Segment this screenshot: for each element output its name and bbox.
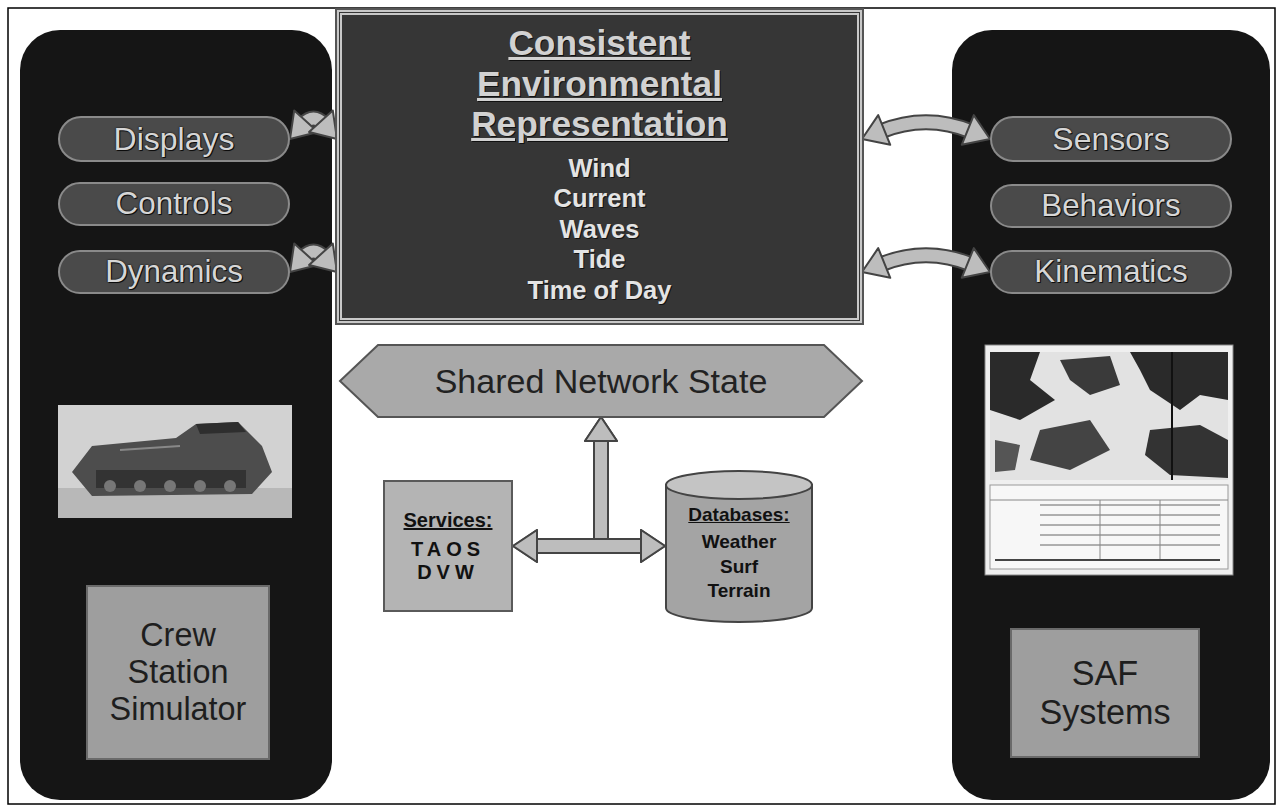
arrow-body bbox=[881, 122, 972, 131]
component-pill: Controls bbox=[58, 182, 290, 226]
system-box: Crew Station Simulator bbox=[86, 585, 270, 760]
text-group: Sensors bbox=[1052, 121, 1169, 158]
text-group: Kinematics bbox=[1034, 254, 1187, 290]
network-band: Shared Network State bbox=[340, 345, 862, 417]
node-text: Surf bbox=[688, 555, 789, 580]
arrow-head bbox=[513, 530, 537, 562]
arrow-outline bbox=[533, 437, 601, 546]
left-panel bbox=[20, 30, 332, 800]
connector-arrow bbox=[290, 243, 337, 272]
node-text: Terrain bbox=[688, 579, 789, 604]
arrow-head bbox=[862, 248, 890, 278]
text-group: Dynamics bbox=[105, 254, 243, 290]
arrow-head bbox=[962, 248, 990, 278]
component-pill: Kinematics bbox=[990, 250, 1232, 294]
arrow-head bbox=[962, 115, 990, 145]
arrow-head bbox=[309, 243, 337, 272]
node-text: DVW bbox=[404, 561, 493, 584]
arrow-head bbox=[585, 417, 617, 441]
node-label: Consistent Environmental Representation bbox=[435, 23, 765, 145]
arrow-outline bbox=[881, 122, 972, 131]
node-label: Sensors bbox=[1052, 121, 1169, 158]
system-box: SAF Systems bbox=[1010, 628, 1200, 758]
node-label: Shared Network State bbox=[435, 362, 768, 401]
arrow-head bbox=[309, 110, 337, 139]
arrow-body bbox=[533, 540, 645, 552]
arrow-body bbox=[601, 437, 645, 546]
node-text: Waves bbox=[435, 214, 765, 245]
component-pill: Dynamics bbox=[58, 250, 290, 294]
node-label: Behaviors bbox=[1041, 188, 1180, 224]
node-text: Weather bbox=[688, 530, 789, 555]
text-group: Databases: WeatherSurfTerrain bbox=[688, 504, 789, 604]
right-panel bbox=[952, 30, 1270, 800]
connector-arrow bbox=[513, 530, 665, 562]
node-text: Current bbox=[435, 183, 765, 214]
text-group: Behaviors bbox=[1041, 188, 1180, 224]
arrow-head bbox=[290, 243, 318, 272]
arrow-outline bbox=[881, 255, 972, 264]
text-group: Crew Station Simulator bbox=[94, 617, 262, 729]
arrow-head bbox=[585, 417, 617, 441]
arrow-outline bbox=[601, 437, 645, 546]
text-group: SAF Systems bbox=[1018, 654, 1192, 733]
node-label: Crew Station Simulator bbox=[94, 617, 262, 729]
environment-box: Consistent Environmental RepresentationW… bbox=[337, 10, 862, 323]
node-label: Controls bbox=[116, 186, 233, 222]
node-text: Time of Day bbox=[435, 275, 765, 306]
node-label: Databases: bbox=[688, 504, 789, 526]
database-cylinder: Databases: WeatherSurfTerrain bbox=[665, 470, 813, 622]
text-group: Shared Network State bbox=[435, 362, 768, 401]
node-label: Displays bbox=[114, 121, 235, 158]
arrow-head bbox=[862, 115, 890, 145]
connector-arrow bbox=[862, 115, 990, 145]
saf-screenshot bbox=[985, 345, 1233, 575]
text-group: Controls bbox=[116, 186, 233, 222]
node-text: Tide bbox=[435, 244, 765, 275]
arrow-head bbox=[641, 530, 665, 562]
vehicle-photo bbox=[58, 405, 292, 518]
node-text: Wind bbox=[435, 153, 765, 184]
arrow-outline bbox=[533, 538, 645, 554]
services-box: Services: TAOSDVW bbox=[383, 480, 513, 612]
node-label: Services: bbox=[404, 509, 493, 532]
figure-frame bbox=[8, 8, 1275, 804]
arrow-body bbox=[881, 255, 972, 264]
text-group: Consistent Environmental RepresentationW… bbox=[435, 23, 765, 306]
node-text: TAOS bbox=[404, 538, 493, 561]
text-group: Displays bbox=[114, 121, 235, 158]
arrow-head bbox=[290, 110, 318, 139]
connector-arrow bbox=[290, 110, 337, 139]
node-label: SAF Systems bbox=[1018, 654, 1192, 733]
arrow-head bbox=[513, 530, 537, 562]
component-pill: Displays bbox=[58, 116, 290, 162]
arrow-body bbox=[533, 437, 601, 546]
component-pill: Sensors bbox=[990, 116, 1232, 162]
text-group: Services: TAOSDVW bbox=[404, 509, 493, 584]
node-label: Kinematics bbox=[1034, 254, 1187, 290]
component-pill: Behaviors bbox=[990, 184, 1232, 228]
connector-arrow bbox=[862, 248, 990, 278]
arrow-head bbox=[641, 530, 665, 562]
node-label: Dynamics bbox=[105, 254, 243, 290]
